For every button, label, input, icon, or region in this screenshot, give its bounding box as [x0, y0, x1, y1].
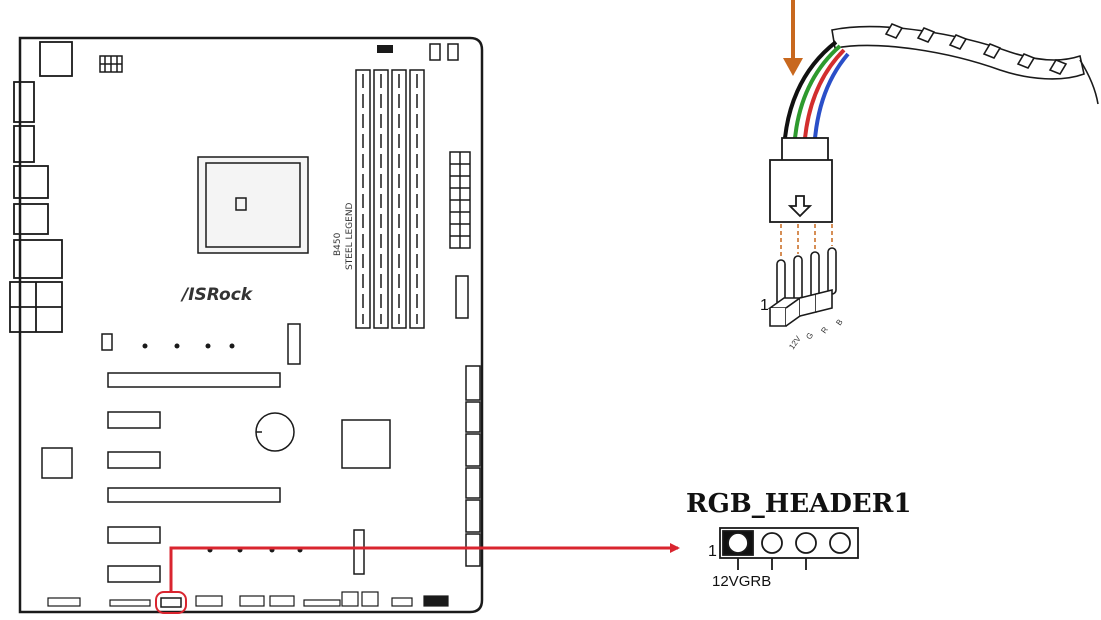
atx-power-connector	[449, 151, 471, 249]
pin-2-circle	[761, 532, 783, 554]
cable-connector	[769, 137, 833, 223]
board-model-line1: B450	[333, 232, 343, 256]
led-strip	[831, 23, 1099, 105]
m2-slot-1	[287, 323, 301, 365]
fan-header-1	[429, 43, 441, 61]
fan-header-2	[447, 43, 459, 61]
header-pins	[767, 247, 837, 327]
pin-alignment-guides	[780, 224, 833, 258]
chipset	[341, 419, 391, 469]
board-model-line2: STEEL LEGEND	[345, 202, 355, 270]
motherboard	[9, 36, 484, 614]
cpu-socket	[197, 156, 309, 254]
connector-pin-label-12v: 12V	[787, 334, 803, 351]
header-title: RGB_HEADER1	[686, 489, 911, 519]
pin-4-circle	[829, 532, 851, 554]
side-header	[455, 275, 469, 319]
pinout-pin-labels: 12VGRB	[712, 573, 771, 590]
led-strip-cable-illustration: 1 12V G R B	[760, 23, 1099, 351]
dimm-slots	[355, 69, 425, 329]
sata-ports	[465, 365, 481, 567]
pin-3-circle	[795, 532, 817, 554]
rgb-header-on-board	[160, 597, 182, 608]
connector-pin-one-label: 1	[760, 297, 769, 314]
io-chip	[41, 447, 73, 479]
connector-pin-label-b: B	[834, 318, 844, 328]
m2-slot-2	[353, 529, 365, 575]
top-header	[377, 45, 393, 53]
board-brand-logo: /ISRock	[180, 285, 254, 305]
insert-direction-arrow	[783, 0, 803, 76]
m2-mount-dots	[142, 343, 235, 349]
pinout-pin-one-label: 1	[708, 543, 717, 560]
rgb-header-pinout: RGB_HEADER1 1 12VGRB	[686, 489, 911, 590]
rear-io-ports	[9, 41, 73, 333]
callout-arrow	[169, 543, 680, 592]
m2-standoff	[101, 333, 113, 351]
connector-pin-label-g: G	[804, 331, 815, 341]
cpu-power-connector	[99, 55, 123, 73]
pin-1-circle	[727, 532, 749, 554]
pcie-slots	[107, 372, 281, 583]
connector-pin-label-r: R	[819, 325, 830, 335]
bottom-headers	[47, 591, 449, 607]
